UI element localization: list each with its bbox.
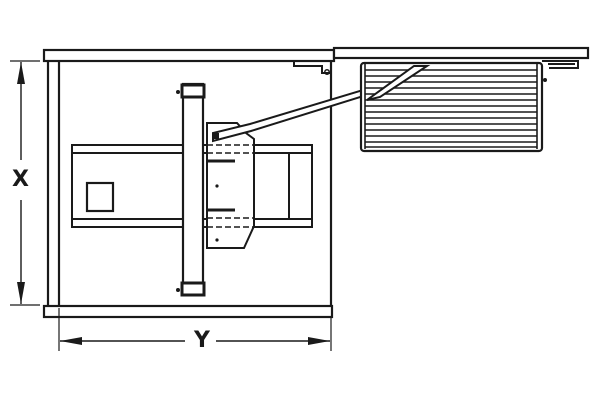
countertop-adjacent xyxy=(332,46,590,60)
dimension-y xyxy=(58,308,332,351)
vertical-column xyxy=(181,82,205,296)
square-knob xyxy=(85,181,115,213)
runner xyxy=(542,60,579,69)
countertop-top xyxy=(42,48,336,63)
dimension-y-label: Y xyxy=(190,330,214,352)
cabinet-bottom xyxy=(42,304,334,319)
wire-basket xyxy=(359,61,544,153)
mounting-plate xyxy=(206,122,255,249)
dimension-x xyxy=(10,60,40,306)
dimension-x-label: X xyxy=(12,167,29,193)
